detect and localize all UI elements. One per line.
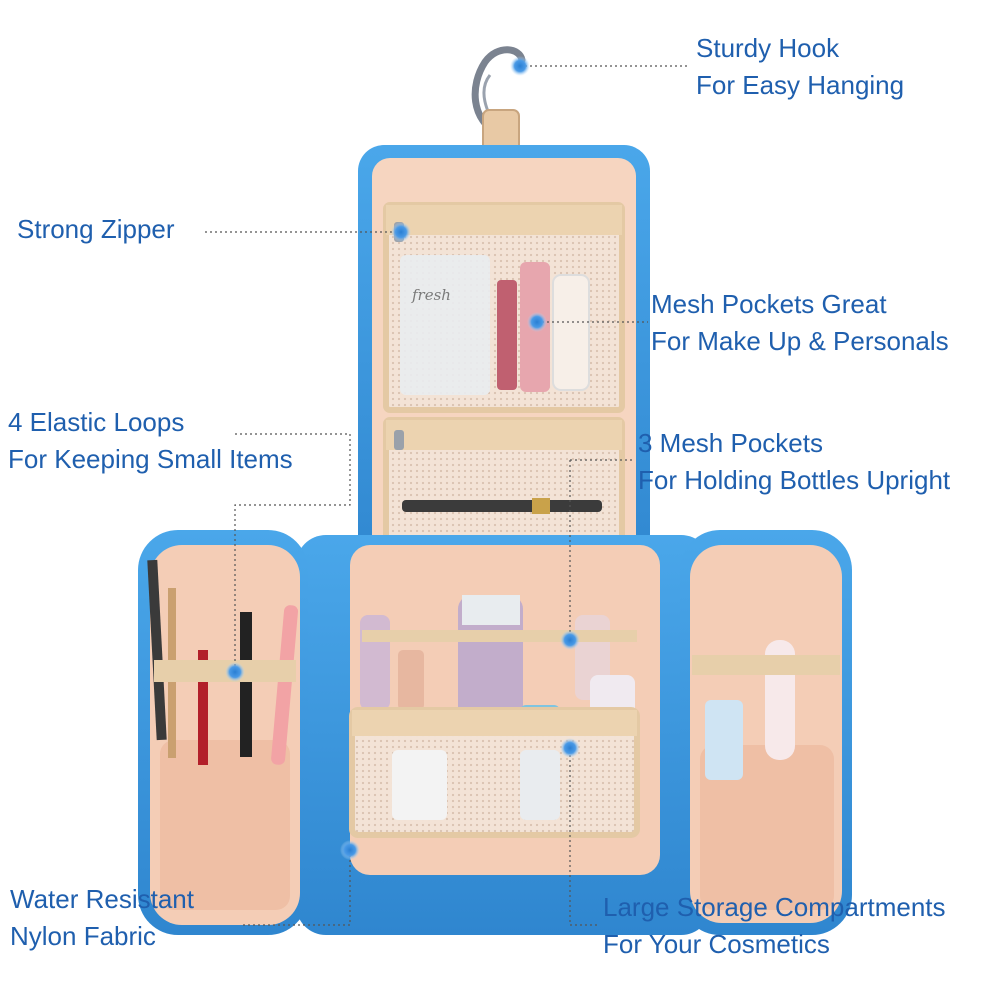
storage-label-line-1: Large Storage Compartments	[603, 892, 946, 922]
product-brand-text: fresh	[411, 286, 451, 304]
hook-label-line-2: For Easy Hanging	[696, 70, 905, 100]
top-flap: fresh	[358, 145, 650, 585]
marker-dots	[225, 56, 580, 860]
zipper-label: Strong Zipper	[17, 211, 175, 248]
leader-lines	[205, 65, 690, 926]
fabric-label-line-2: Nylon Fabric	[10, 921, 156, 951]
elastic-loops-label: 4 Elastic Loops For Keeping Small Items	[8, 404, 293, 478]
hook-label: Sturdy Hook For Easy Hanging	[696, 30, 904, 104]
mesh-pockets-label: Mesh Pockets Great For Make Up & Persona…	[651, 286, 949, 360]
storage-label: Large Storage Compartments For Your Cosm…	[603, 889, 946, 963]
fabric-label-line-1: Water Resistant	[10, 884, 194, 914]
elastic-loops-label-line-2: For Keeping Small Items	[8, 444, 293, 474]
left-panel	[138, 530, 308, 935]
storage-label-line-2: For Your Cosmetics	[603, 929, 830, 959]
fabric-label: Water Resistant Nylon Fabric	[10, 881, 194, 955]
right-panel	[680, 530, 852, 935]
bottle-pockets-label-line-1: 3 Mesh Pockets	[638, 428, 823, 458]
bottle-pockets-label-line-2: For Holding Bottles Upright	[638, 465, 951, 495]
elastic-loops-label-line-1: 4 Elastic Loops	[8, 407, 185, 437]
hook-label-line-1: Sturdy Hook	[696, 33, 840, 63]
mesh-pockets-label-line-1: Mesh Pockets Great	[651, 289, 887, 319]
bottle-pockets-label: 3 Mesh Pockets For Holding Bottles Uprig…	[638, 425, 950, 499]
zipper-label-line-1: Strong Zipper	[17, 214, 175, 244]
bag-body	[296, 535, 711, 935]
mesh-pockets-label-line-2: For Make Up & Personals	[651, 326, 949, 356]
